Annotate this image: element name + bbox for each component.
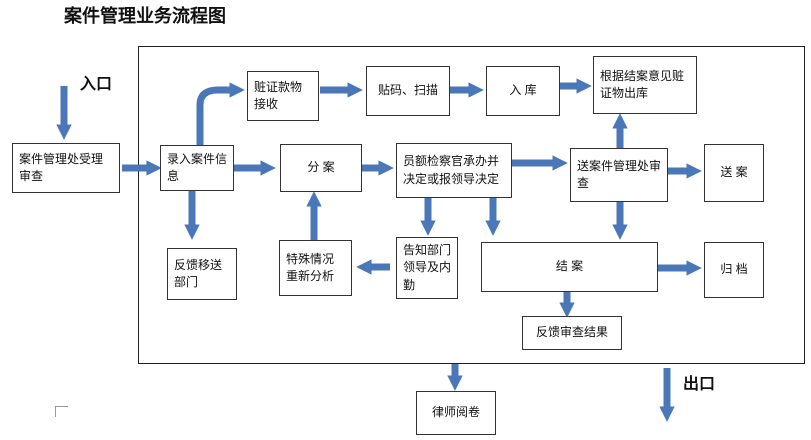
entry-label: 入口 [80,76,113,93]
node-labeling-label: 贴码、扫描 [377,83,438,98]
arrow-record-stolen [196,82,245,147]
node-archive-label: 归 档 [720,262,748,277]
node-send-case: 送 案 [704,144,764,202]
node-notify: 告知部门领导及内勤 [396,237,458,299]
node-labeling: 贴码、扫描 [366,66,450,116]
node-accept: 案件管理处受理审查 [12,143,120,193]
node-record-label: 录入案件信息 [167,151,228,183]
flow-arrows [56,78,702,422]
node-prosecutor: 员额检察官承办并决定或报领导决定 [396,143,512,198]
node-special-label: 特殊情况重新分析 [286,251,335,283]
node-close-case-label: 结 案 [555,259,584,274]
node-notify-label: 告知部门领导及内勤 [403,242,452,292]
process-frame [138,46,805,364]
node-send-review: 送案件管理处审查 [570,148,668,202]
node-prosecutor-label: 员额检察官承办并决定或报领导决定 [403,154,500,186]
exit-label: 出口 [683,376,716,393]
node-storage: 入 库 [486,66,560,116]
node-feedback-transfer-label: 反馈移送部门 [174,257,223,289]
corner-mark [55,406,68,417]
node-close-case: 结 案 [481,242,658,292]
node-send-review-label: 送案件管理处审查 [577,158,662,190]
node-send-case-label: 送 案 [720,165,748,180]
node-record: 录入案件信息 [160,145,234,191]
node-stolen-goods: 赃证款物接收 [247,71,319,121]
node-claim: 根据结案意见赃证物出库 [593,56,697,114]
node-stolen-goods-label: 赃证款物接收 [254,79,303,111]
node-storage-label: 入 库 [509,83,537,98]
node-lawyer: 律师阅卷 [416,391,496,435]
node-archive: 归 档 [704,242,764,298]
diagram-title: 案件管理业务流程图 [64,6,226,26]
node-assign: 分 案 [280,144,362,192]
node-claim-label: 根据结案意见赃证物出库 [600,68,685,100]
node-accept-label: 案件管理处受理审查 [19,151,104,183]
node-feedback-transfer: 反馈移送部门 [167,248,237,300]
node-lawyer-label: 律师阅卷 [431,405,480,420]
node-feedback-result: 反馈审查结果 [522,316,622,350]
node-feedback-result-label: 反馈审查结果 [535,325,608,340]
node-assign-label: 分 案 [307,160,335,175]
node-special: 特殊情况重新分析 [279,240,352,296]
